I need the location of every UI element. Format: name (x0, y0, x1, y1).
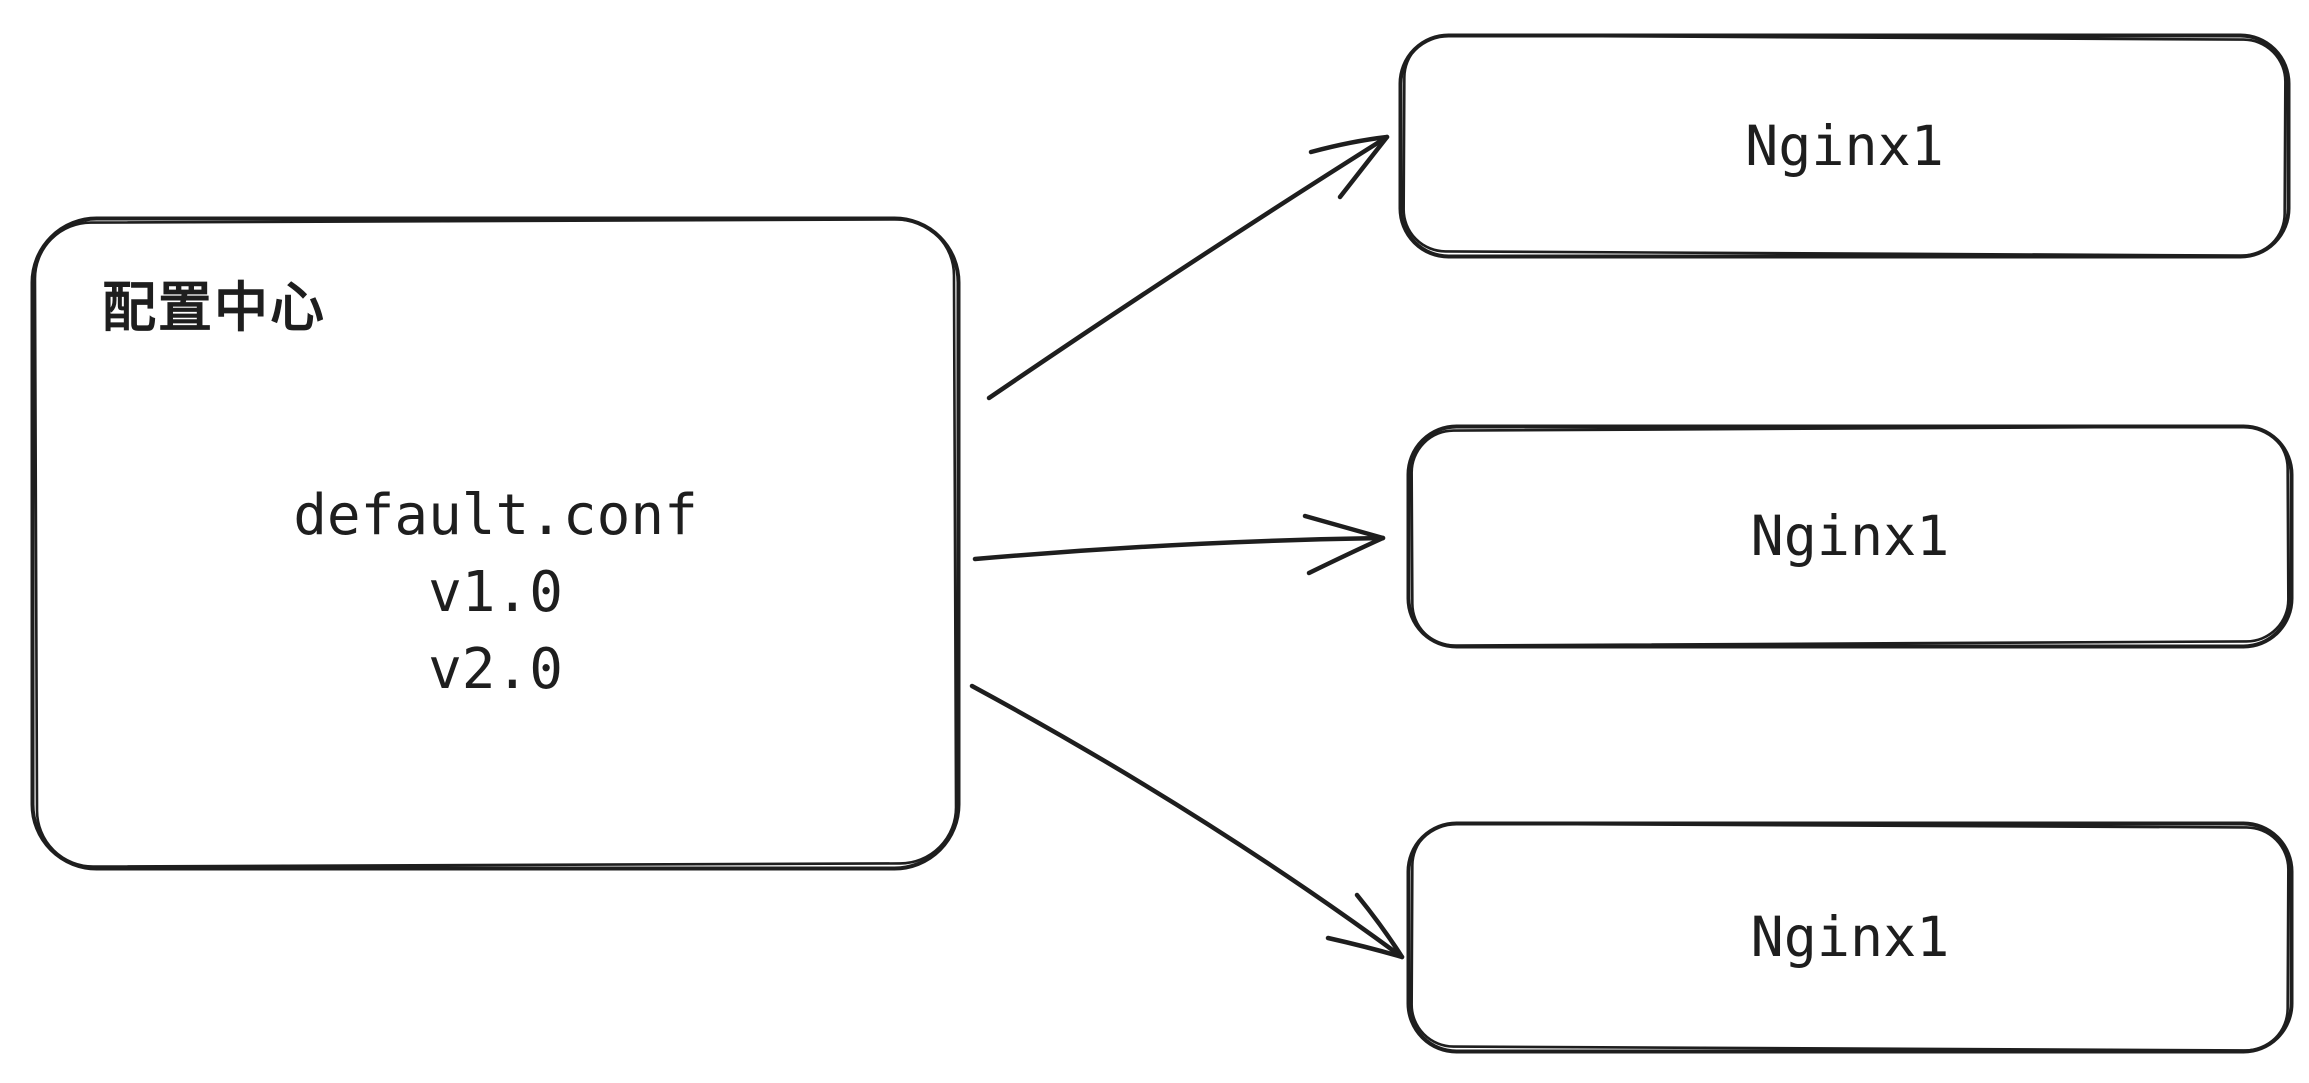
arrow-config-to-nginx-2 (972, 513, 1386, 576)
arrow-config-to-nginx-3 (969, 683, 1405, 960)
arrow-config-to-nginx-1 (986, 134, 1390, 401)
config-center-content: default.conf v1.0 v2.0 (29, 477, 962, 708)
arrow-shaft (986, 134, 1390, 401)
arrowhead (1325, 892, 1405, 960)
arrow-shaft (972, 535, 1386, 562)
config-file-name: default.conf (293, 483, 698, 548)
arrowhead (1302, 513, 1386, 576)
node-config-center: 配置中心 default.conf v1.0 v2.0 (29, 215, 962, 872)
arrowhead (1308, 134, 1390, 200)
nginx-1-label: Nginx1 (1745, 113, 1944, 178)
config-center-title: 配置中心 (102, 276, 326, 339)
config-version-v1: v1.0 (428, 560, 563, 625)
nginx-3-label: Nginx1 (1750, 905, 1950, 969)
nginx-2-label: Nginx1 (1750, 504, 1950, 568)
arrow-shaft (969, 683, 1405, 960)
node-nginx-3: Nginx1 (1405, 820, 2295, 1055)
config-version-v2: v2.0 (428, 637, 563, 702)
node-nginx-2: Nginx1 (1405, 423, 2295, 650)
node-nginx-1: Nginx1 (1397, 32, 2292, 260)
